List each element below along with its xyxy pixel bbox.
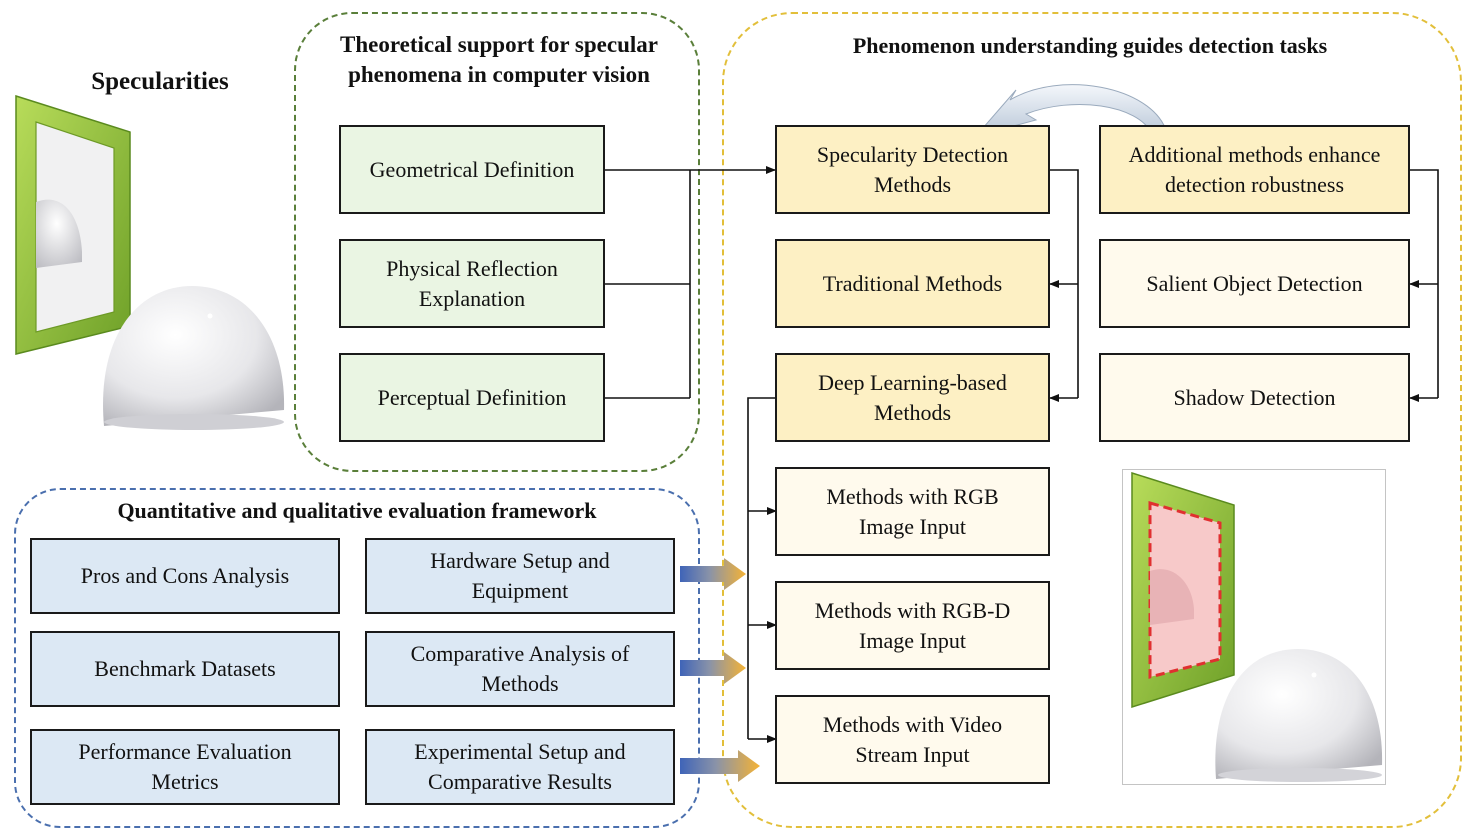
traditional-methods-box: Traditional Methods <box>775 239 1050 328</box>
phenomenon-region <box>722 12 1462 828</box>
theory-title: Theoretical support for specular phenome… <box>340 32 658 87</box>
curved-arrow <box>974 84 1167 137</box>
rgb-input-box: Methods with RGB Image Input <box>775 467 1050 556</box>
salient-object-box: Salient Object Detection <box>1099 239 1410 328</box>
theory-region <box>294 12 700 472</box>
physical-reflection-box: Physical Reflection Explanation <box>339 239 605 328</box>
video-input-box: Methods with Video Stream Input <box>775 695 1050 784</box>
mirror-scene-illustration <box>15 94 285 430</box>
rgbd-input-box: Methods with RGB-D Image Input <box>775 581 1050 670</box>
experimental-setup-box: Experimental Setup and Comparative Resul… <box>365 729 675 805</box>
detected-specularity-illustration <box>1131 471 1383 782</box>
additional-methods-box: Additional methods enhance detection rob… <box>1099 125 1410 214</box>
shadow-detection-box: Shadow Detection <box>1099 353 1410 442</box>
comparative-analysis-box: Comparative Analysis of Methods <box>365 631 675 707</box>
benchmark-datasets-box: Benchmark Datasets <box>30 631 340 707</box>
performance-metrics-box: Performance Evaluation Metrics <box>30 729 340 805</box>
evaluation-region <box>14 488 700 828</box>
specularity-detection-box: Specularity Detection Methods <box>775 125 1050 214</box>
pros-cons-box: Pros and Cons Analysis <box>30 538 340 614</box>
deep-learning-box: Deep Learning-based Methods <box>775 353 1050 442</box>
additional-connector <box>1409 169 1439 402</box>
deep-learning-connector <box>747 397 777 743</box>
theory-connector <box>604 166 776 399</box>
geometrical-definition-box: Geometrical Definition <box>339 125 605 214</box>
evaluation-arrows <box>680 558 760 782</box>
specularities-title: Specularities <box>91 68 229 95</box>
hardware-setup-box: Hardware Setup and Equipment <box>365 538 675 614</box>
detection-connector <box>1049 169 1079 402</box>
evaluation-title: Quantitative and qualitative evaluation … <box>117 498 597 523</box>
phenomenon-title: Phenomenon understanding guides detectio… <box>852 33 1328 58</box>
perceptual-definition-box: Perceptual Definition <box>339 353 605 442</box>
